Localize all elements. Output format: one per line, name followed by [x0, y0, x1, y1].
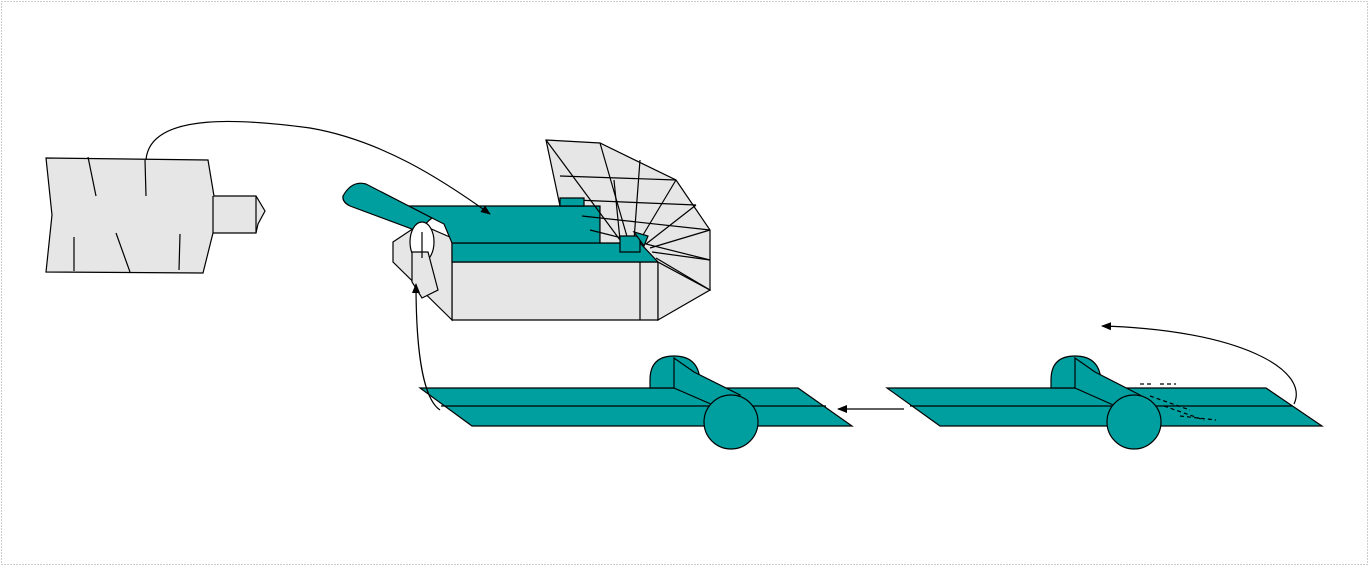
arrows: [146, 121, 1296, 410]
cylinder-part: [46, 157, 265, 273]
flat-plate-with-roller-dashed: [887, 356, 1322, 449]
flat-plate-with-roller: [420, 356, 852, 449]
coiled-tube-assembly: [343, 140, 710, 320]
